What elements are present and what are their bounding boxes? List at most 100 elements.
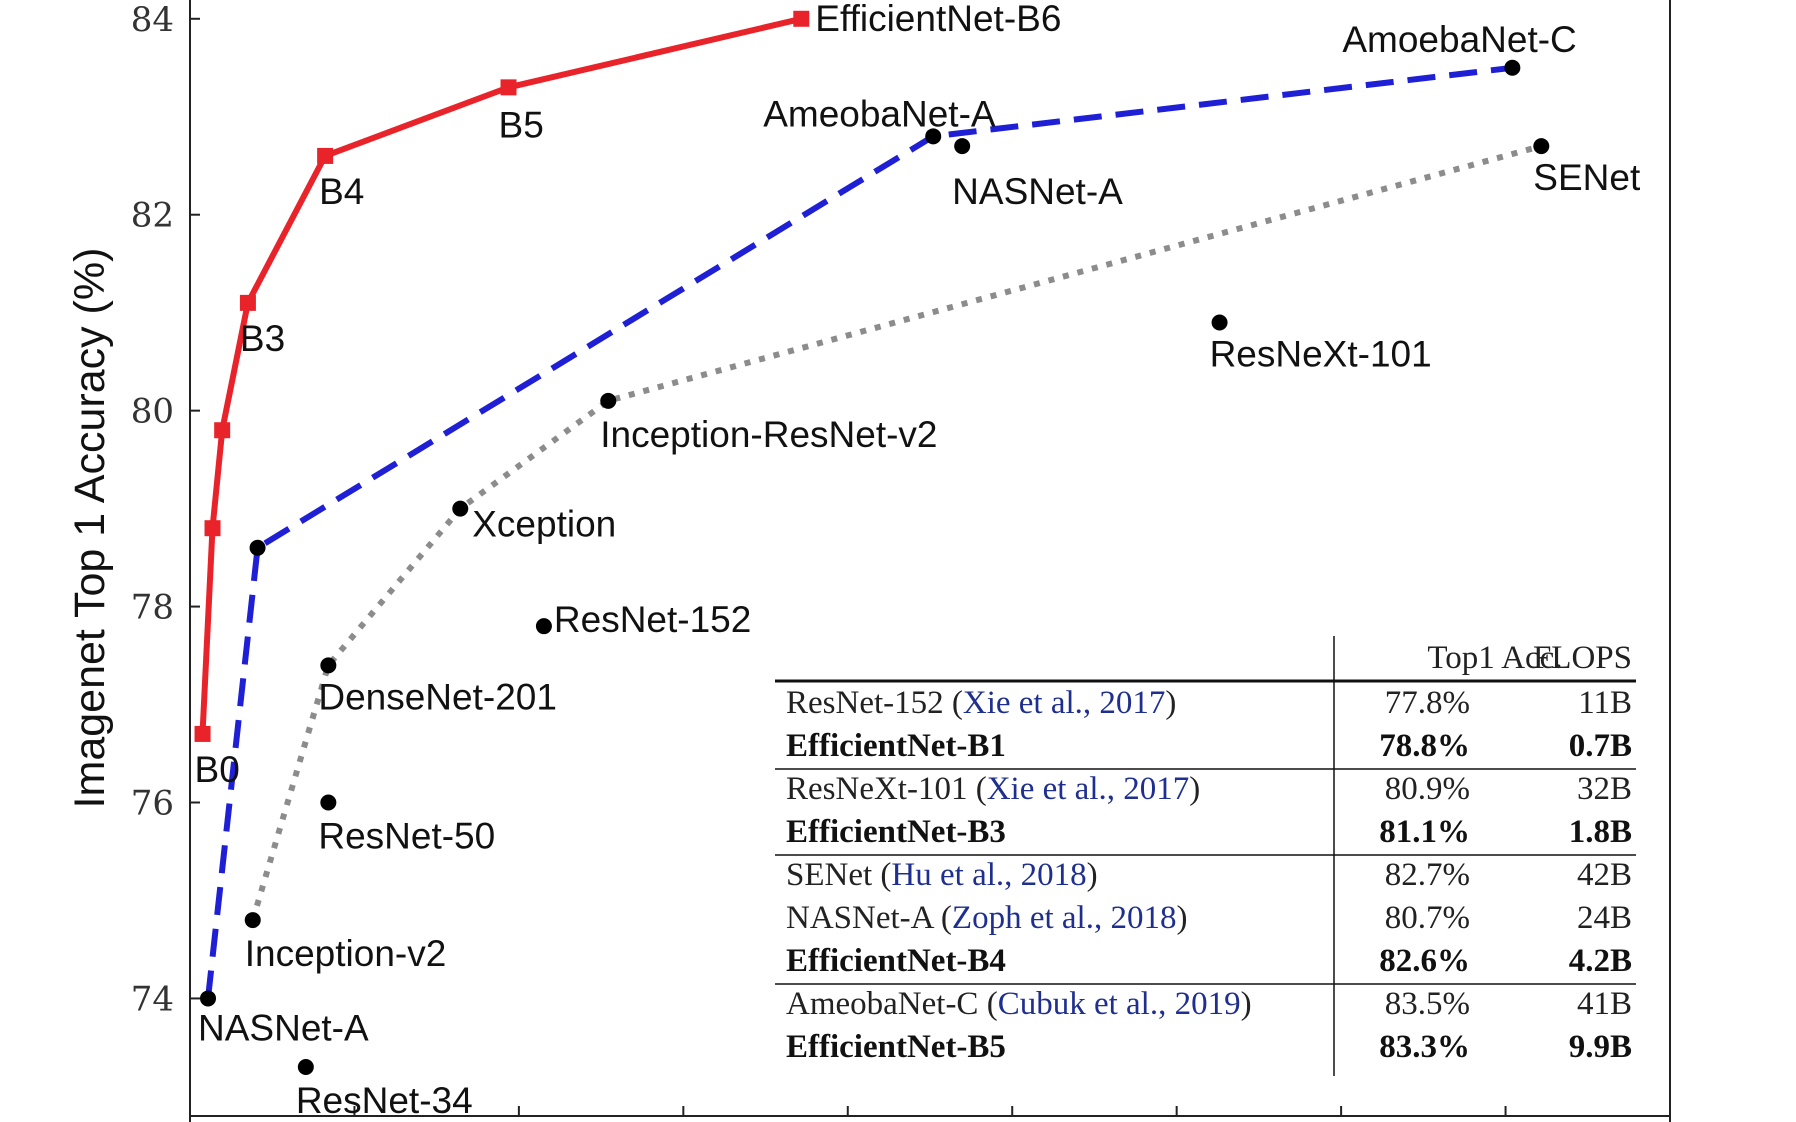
y-tick-label: 74 (131, 979, 174, 1019)
point-label: AmoebaNet-C (1342, 19, 1576, 60)
table-row: ResNet-152 (Xie et al., 2017) (786, 685, 1176, 721)
data-point-handcrafted (600, 392, 617, 409)
table-header-acc: Top1 Acc. (1427, 640, 1562, 676)
table-flops-cell: 42B (1577, 857, 1632, 893)
table-acc-cell: 83.5% (1385, 986, 1470, 1022)
table-model-name: NASNet-A (786, 900, 935, 936)
y-tick-label: 84 (131, 0, 174, 40)
table-flops-cell: 9.9B (1569, 1029, 1632, 1065)
data-point-efficientnet (500, 79, 517, 96)
table-acc-cell: 77.8% (1385, 685, 1470, 721)
table-citation-link[interactable]: Cubuk et al., 2019 (998, 986, 1241, 1022)
series-layer (194, 10, 1550, 1076)
data-point-efficientnet (317, 147, 334, 164)
point-label: NASNet-A (952, 171, 1123, 212)
data-point-efficientnet (214, 422, 231, 439)
point-label: NASNet-A (198, 1007, 369, 1048)
table-citation-link[interactable]: Zoph et al., 2018 (952, 900, 1177, 936)
point-label: DenseNet-201 (318, 676, 557, 717)
cite-close-paren: ) (1087, 857, 1098, 893)
table-header-flops: FLOPS (1533, 640, 1632, 676)
data-point-nas (925, 128, 942, 145)
point-label: ResNet-152 (554, 599, 751, 640)
table-model-name: EfficientNet-B1 (786, 728, 1006, 764)
point-label: B4 (319, 171, 364, 212)
data-point-others (297, 1059, 314, 1076)
table-flops-cell: 1.8B (1569, 814, 1632, 850)
cite-open-paren: ( (978, 986, 997, 1022)
point-label: SENet (1533, 157, 1641, 198)
point-label: B0 (195, 749, 240, 790)
table-model-name: EfficientNet-B5 (786, 1029, 1006, 1065)
table-flops-cell: 32B (1577, 771, 1632, 807)
table-citation-link[interactable]: Hu et al., 2018 (891, 857, 1086, 893)
table-flops-cell: 41B (1577, 986, 1632, 1022)
series-line-nas (205, 64, 1513, 999)
table-citation-link[interactable]: Xie et al., 2017 (987, 771, 1190, 807)
axes: 74 76 78 80 82 84 (131, 0, 1671, 1122)
table-acc-cell: 78.8% (1379, 728, 1470, 764)
point-label: ResNet-34 (296, 1080, 473, 1121)
point-label: Xception (472, 504, 616, 545)
point-label: ResNeXt-101 (1210, 333, 1432, 374)
data-point-others (320, 794, 337, 811)
table-model-name: SENet (786, 857, 872, 893)
data-point-others (1211, 314, 1228, 331)
cite-close-paren: ) (1189, 771, 1200, 807)
table-acc-cell: 82.7% (1385, 857, 1470, 893)
table-acc-cell: 81.1% (1379, 814, 1470, 850)
table-row: EfficientNet-B4 (786, 943, 1006, 979)
table-flops-cell: 4.2B (1569, 943, 1632, 979)
data-point-handcrafted (1533, 138, 1550, 155)
table-row: SENet (Hu et al., 2018) (786, 857, 1098, 893)
data-point-nas (200, 990, 217, 1007)
data-point-others (535, 618, 552, 635)
table-model-name: EfficientNet-B4 (786, 943, 1006, 979)
table-model-name: ResNeXt-101 (786, 771, 967, 807)
table-acc-cell: 80.7% (1385, 900, 1470, 936)
point-label: ResNet-50 (318, 816, 495, 857)
point-label: B5 (499, 104, 544, 145)
table-model-name: ResNet-152 (786, 685, 944, 721)
cite-open-paren: ( (933, 900, 952, 936)
point-label: Inception-v2 (245, 933, 447, 974)
data-point-handcrafted (320, 657, 337, 674)
table-row: AmeobaNet-C (Cubuk et al., 2019) (786, 986, 1252, 1022)
table-flops-cell: 0.7B (1569, 728, 1632, 764)
data-point-efficientnet (204, 520, 221, 537)
cite-open-paren: ( (944, 685, 963, 721)
table-acc-cell: 83.3% (1379, 1029, 1470, 1065)
data-point-handcrafted (452, 500, 469, 517)
table-row: NASNet-A (Zoph et al., 2018) (786, 900, 1187, 936)
y-tick-label: 76 (131, 784, 174, 824)
data-point-efficientnet (194, 725, 211, 742)
cite-close-paren: ) (1176, 900, 1187, 936)
table-model-name: EfficientNet-B3 (786, 814, 1006, 850)
data-point-nas (249, 539, 266, 556)
table-flops-cell: 11B (1578, 685, 1632, 721)
data-point-efficientnet (793, 10, 810, 27)
cite-close-paren: ) (1241, 986, 1252, 1022)
table-row: ResNeXt-101 (Xie et al., 2017) (786, 771, 1200, 807)
point-label: Inception-ResNet-v2 (600, 414, 937, 455)
y-tick-label: 78 (131, 588, 174, 628)
table-row: EfficientNet-B1 (786, 728, 1006, 764)
table-row: EfficientNet-B5 (786, 1029, 1006, 1065)
table-flops-cell: 24B (1577, 900, 1632, 936)
table-row: EfficientNet-B3 (786, 814, 1006, 850)
table-citation-link[interactable]: Xie et al., 2017 (963, 685, 1166, 721)
data-point-handcrafted (244, 912, 261, 929)
point-label: EfficientNet-B6 (815, 0, 1061, 39)
cite-open-paren: ( (967, 771, 986, 807)
data-point-others (954, 138, 971, 155)
y-tick-label: 82 (131, 196, 174, 236)
data-point-efficientnet (239, 294, 256, 311)
y-tick-label: 80 (131, 392, 174, 432)
table-acc-cell: 82.6% (1379, 943, 1470, 979)
y-axis-label: Imagenet Top 1 Accuracy (%) (66, 248, 114, 809)
point-label: B3 (240, 318, 285, 359)
